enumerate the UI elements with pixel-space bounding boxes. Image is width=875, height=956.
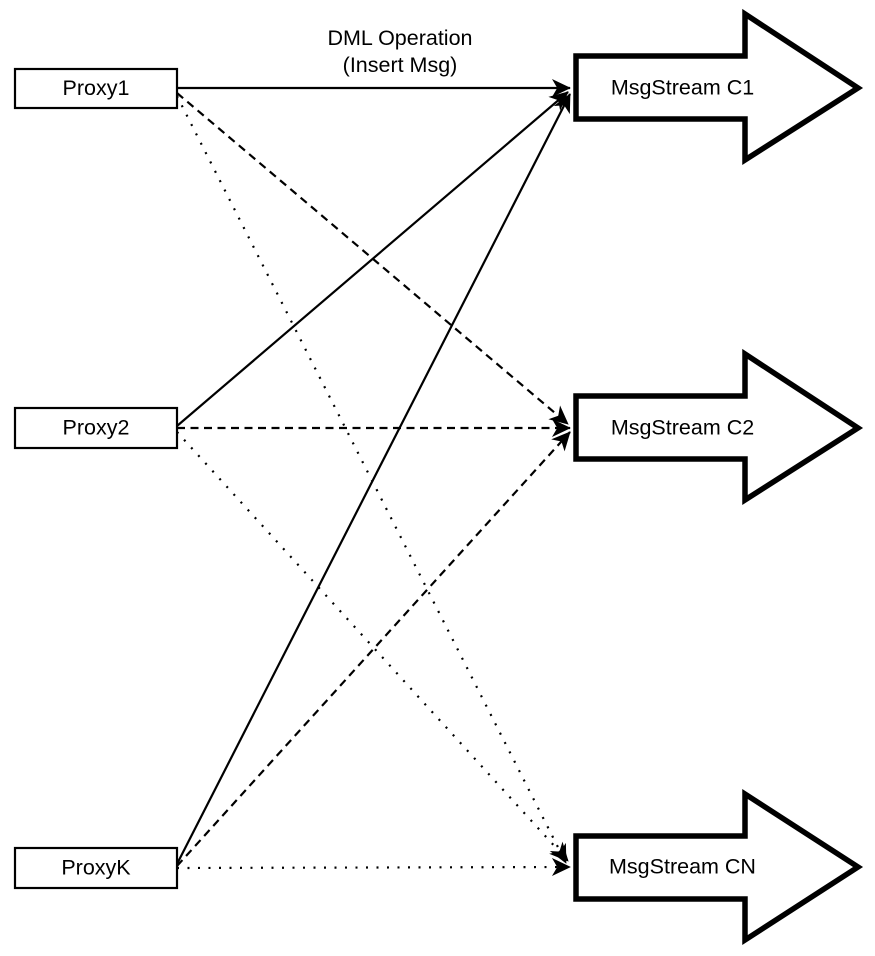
link-proxy1-to-stream-c2 — [176, 92, 569, 425]
proxy-box-rect — [13, 406, 179, 450]
proxy-node-proxyk[interactable]: ProxyK — [13, 846, 179, 890]
proxy-node-proxy2[interactable]: Proxy2 — [13, 406, 179, 450]
link-proxy2-to-stream-cn — [176, 431, 569, 862]
msgstream-node-c2[interactable]: MsgStream C2 — [573, 348, 864, 506]
msgstream-label: MsgStream CN — [609, 855, 756, 879]
link-proxy2-to-stream-c1 — [176, 91, 569, 427]
msgstream-label: MsgStream C1 — [611, 76, 754, 100]
proxy-label: Proxy2 — [63, 416, 130, 440]
proxy-label: ProxyK — [61, 856, 131, 880]
msgstream-node-cn[interactable]: MsgStream CN — [573, 788, 864, 946]
proxy-node-proxy1[interactable]: Proxy1 — [13, 67, 179, 110]
link-proxyk-to-stream-cn — [176, 858, 571, 877]
block-arrow-icon — [573, 788, 864, 946]
dml-operation-line2: (Insert Msg) — [343, 53, 458, 77]
proxy-box-rect — [13, 67, 179, 110]
link-proxyk-to-stream-c2 — [176, 431, 571, 867]
connector-layer — [176, 78, 571, 877]
block-arrow-icon — [573, 348, 864, 506]
proxy-label: Proxy1 — [63, 76, 130, 100]
msgstream-label: MsgStream C2 — [611, 416, 754, 440]
block-arrow-icon — [573, 8, 864, 166]
dml-operation-annotation: DML Operation (Insert Msg) — [328, 26, 473, 77]
link-proxyk-to-stream-c1 — [176, 93, 571, 865]
dml-operation-line1: DML Operation — [328, 26, 473, 50]
proxy-box-rect — [13, 846, 179, 890]
msgstream-node-c1[interactable]: MsgStream C1 — [573, 8, 864, 166]
